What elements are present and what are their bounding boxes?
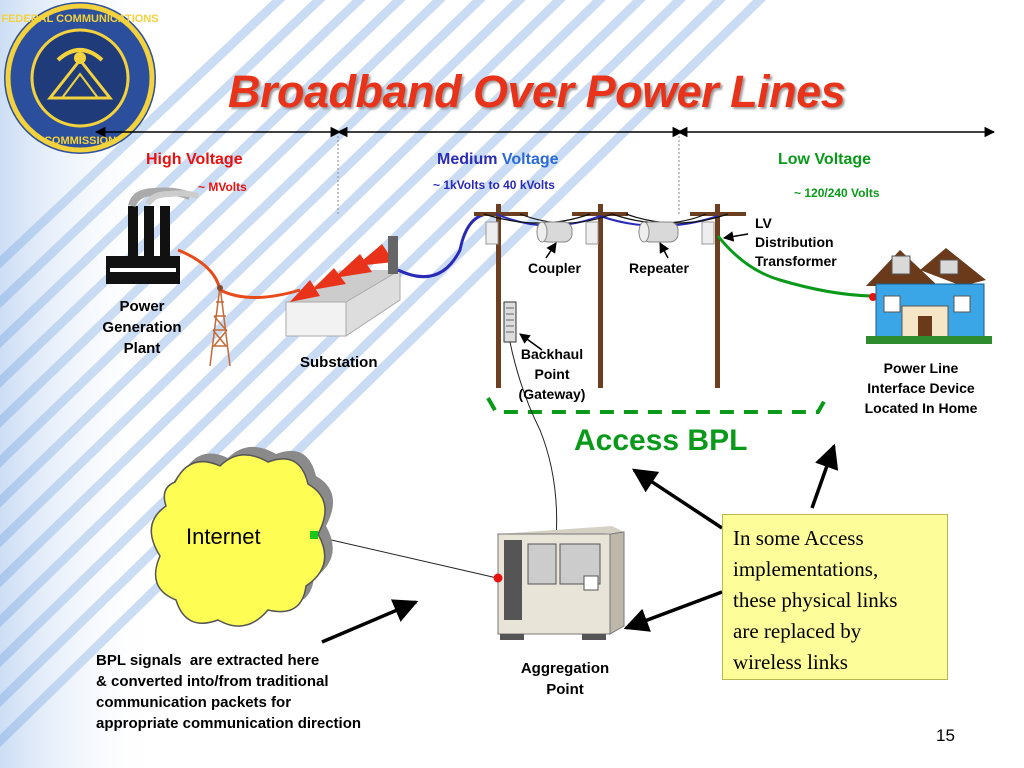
repeater-icon [638,221,679,243]
repeater-label: Repeater [629,260,689,276]
low-voltage-range: ~ 120/240 Volts [794,186,880,200]
power-plant-label: Power Generation Plant [102,298,182,357]
coupler-icon [536,221,573,243]
coupler-label: Coupler [528,260,581,276]
wireless-note-box: In some Access implementations, these ph… [722,514,948,680]
svg-text:FEDERAL COMMUNICATIONS: FEDERAL COMMUNICATIONS [1,13,158,25]
medium-voltage-label-part2: Voltage [501,151,559,168]
aggregation-cabinet-icon [497,526,625,640]
medium-voltage-label: Medium Voltage [437,151,559,169]
internet-label: Internet [186,524,261,549]
backhaul-label: Backhaul Point (Gateway) [518,346,586,402]
substation-icon [285,236,401,337]
medium-voltage-label-part1: Medium [437,151,498,168]
svg-text:COMMISSION: COMMISSION [44,135,116,147]
page-number: 15 [936,726,955,745]
substation-label: Substation [300,354,378,371]
bpl-signals-note: BPL signals are extracted here & convert… [96,652,362,732]
home-device-label: Power Line Interface Device Located In H… [864,360,978,416]
transformer-label: LV Distribution Transformer [755,215,837,269]
low-voltage-label: Low Voltage [778,151,872,168]
aggregation-label: Aggregation Point [520,660,610,698]
house-icon [866,248,992,344]
transmission-tower-icon [209,285,231,367]
high-voltage-range: ~ MVolts [198,180,247,194]
fcc-seal-logo: FEDERAL COMMUNICATIONS COMMISSION [1,2,159,154]
access-bpl-label: Access BPL [574,424,748,457]
slide-title: Broadband Over Power Lines [228,66,846,117]
medium-voltage-range: ~ 1kVolts to 40 kVolts [433,178,555,192]
high-voltage-label: High Voltage [146,151,243,168]
power-plant-icon [106,187,199,284]
internet-cloud-icon [150,446,334,627]
utility-poles [474,204,746,388]
